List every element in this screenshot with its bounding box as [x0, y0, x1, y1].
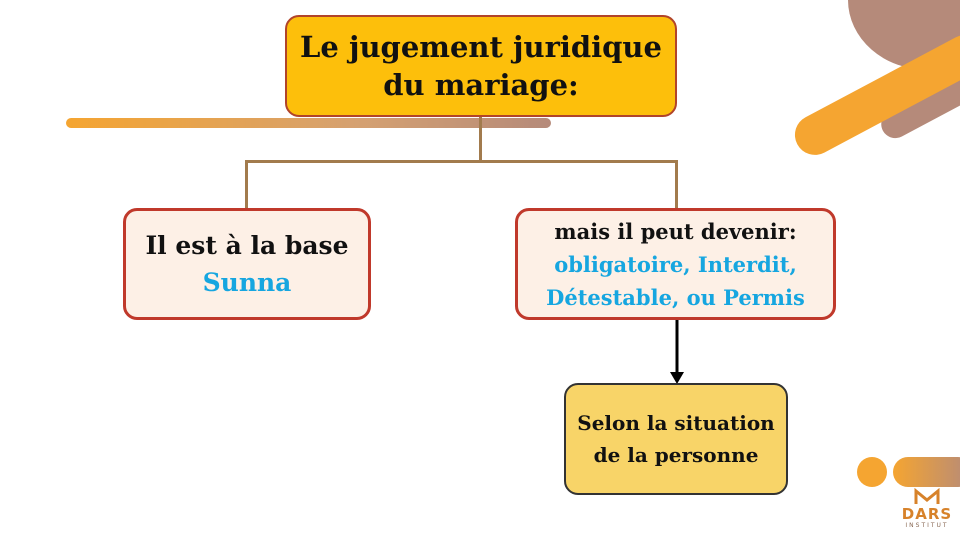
logo-name: DARS [901, 505, 953, 523]
node-can-become-highlight-1: obligatoire, Interdit, [554, 251, 797, 277]
node-can-become-highlight-2: Détestable, ou Permis [546, 284, 805, 310]
node-situation-line-2: de la personne [593, 443, 759, 467]
node-sunna-text: Il est à la base [145, 231, 349, 260]
title-line-1: Le jugement juridique [300, 30, 662, 64]
node-can-become-text: mais il peut devenir: [554, 218, 797, 244]
logo-mark-icon [914, 488, 940, 504]
dars-logo: DARS INSTITUT [896, 488, 958, 538]
connector-horizontal [245, 160, 678, 163]
connector-title-down [479, 117, 482, 162]
connector-right-drop [675, 160, 678, 209]
decor-horizontal-bar [66, 118, 551, 128]
logo-sub: INSTITUT [905, 522, 949, 529]
node-can-become: mais il peut devenir: obligatoire, Inter… [515, 208, 836, 320]
node-sunna: Il est à la base Sunna [123, 208, 371, 320]
node-situation-line-1: Selon la situation [577, 411, 775, 435]
connector-left-drop [245, 160, 248, 209]
arrow-down [667, 318, 687, 386]
title-line-2: du mariage: [383, 68, 579, 102]
node-situation: Selon la situation de la personne [564, 383, 788, 495]
title-box: Le jugement juridique du mariage: [285, 15, 677, 117]
decor-pill-gradient [893, 457, 960, 487]
decor-dot-orange [857, 457, 887, 487]
node-sunna-highlight: Sunna [202, 268, 292, 297]
